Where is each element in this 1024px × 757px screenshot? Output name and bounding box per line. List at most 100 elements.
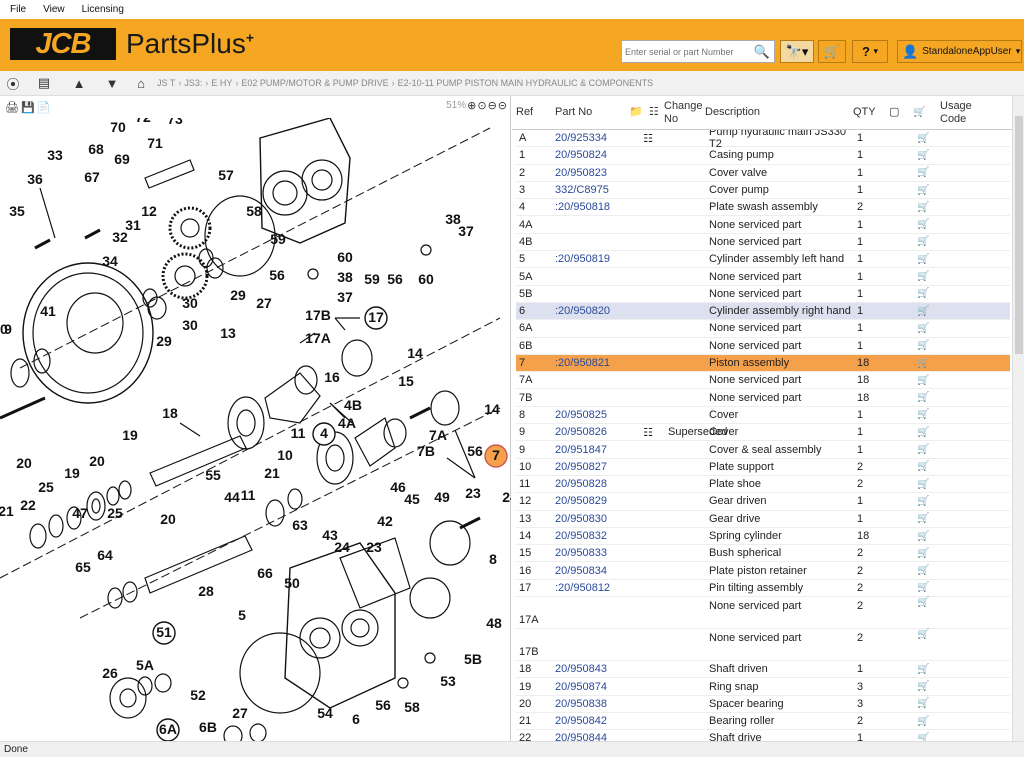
callout-label[interactable]: 41 [40, 303, 56, 319]
add-to-cart-icon[interactable]: 🛒 [917, 732, 930, 741]
add-to-cart-icon[interactable]: 🛒 [917, 426, 930, 438]
callout-label[interactable]: 20 [16, 455, 32, 471]
callout-label[interactable]: 14 [484, 401, 500, 417]
callout-label[interactable]: 71 [147, 135, 163, 151]
add-to-cart-icon[interactable]: 🛒 [917, 530, 930, 542]
menu-file[interactable]: File [10, 4, 27, 15]
row-part-no[interactable]: 20/951847 [555, 443, 607, 456]
zoom-reset-icon[interactable]: ⊝ [497, 100, 507, 112]
row-cart[interactable]: 🛒 [917, 681, 947, 692]
col-ref[interactable]: Ref [516, 106, 534, 118]
callout-label[interactable]: 19 [64, 465, 80, 481]
callout-label[interactable]: 72 [135, 118, 151, 125]
row-part-no[interactable]: :20/950819 [555, 253, 611, 266]
col-change-no[interactable]: Change No [664, 99, 703, 125]
row-cart[interactable]: 🛒 [917, 288, 947, 299]
checkbox-icon[interactable]: ▢ [889, 106, 900, 118]
callout-label[interactable]: 25 [38, 479, 54, 495]
row-cart[interactable]: 🛒 [917, 202, 947, 213]
row-cart[interactable]: 🛒 [917, 461, 947, 472]
callout-label[interactable]: 14 [407, 345, 423, 361]
callout-label[interactable]: 9 [4, 321, 12, 337]
callout-label[interactable]: 32 [112, 229, 128, 245]
callout-label[interactable]: 50 [284, 575, 300, 591]
callout-label[interactable]: 33 [47, 147, 63, 163]
row-part-no[interactable]: 20/950874 [555, 680, 607, 693]
row-cart[interactable]: 🛒 [917, 513, 947, 524]
breadcrumb-2[interactable]: JS3: [184, 78, 203, 88]
zoom-in-icon[interactable]: ⊕ [467, 100, 477, 112]
callout-label[interactable]: 15 [398, 373, 414, 389]
add-to-cart-icon[interactable]: 🛒 [917, 513, 930, 525]
callout-label[interactable]: 49 [434, 489, 450, 505]
callout-label[interactable]: 48 [486, 615, 502, 631]
arrow-down-icon[interactable]: ▼ [105, 75, 119, 91]
search-input[interactable] [622, 41, 752, 62]
add-to-cart-icon[interactable]: 🛒 [917, 495, 930, 507]
row-cart[interactable]: 🛒 [917, 444, 947, 455]
add-to-cart-icon[interactable]: 🛒 [917, 681, 930, 693]
callout-label[interactable]: 5B [464, 651, 482, 667]
callout-label[interactable]: 4A [338, 415, 356, 431]
row-part-no[interactable]: 20/950826 [555, 426, 607, 439]
col-description[interactable]: Description [705, 106, 761, 118]
add-to-cart-icon[interactable]: 🛒 [917, 271, 930, 283]
user-menu-button[interactable]: 👤 StandaloneAppUser ▾ [897, 40, 1022, 63]
add-to-cart-icon[interactable]: 🛒 [917, 340, 930, 352]
callout-label[interactable]: 6 [352, 711, 360, 727]
callout-label[interactable]: 65 [75, 559, 91, 575]
row-cart[interactable]: 🛒 [917, 254, 947, 265]
row-cart[interactable]: 🛒 [917, 565, 947, 576]
callout-label[interactable]: 7A [429, 427, 447, 443]
callout-label[interactable]: 34 [102, 253, 118, 269]
callout-label[interactable]: 19 [122, 427, 138, 443]
tree-icon[interactable]: ☷ [648, 106, 659, 118]
callout-label[interactable]: 6B [199, 719, 217, 735]
row-part-no[interactable]: 20/950825 [555, 408, 607, 421]
image-icon[interactable]: ▤ [37, 75, 51, 90]
add-to-cart-icon[interactable]: 🛒 [917, 253, 930, 265]
callout-label[interactable]: 17 [368, 309, 384, 325]
row-cart[interactable]: 🛒 [917, 323, 947, 334]
callout-label[interactable]: 21 [264, 465, 280, 481]
callout-label[interactable]: 5 [238, 607, 246, 623]
search-icon[interactable]: 🔍 [753, 43, 771, 59]
callout-label[interactable]: 23 [366, 539, 382, 555]
callout-label[interactable]: 56 [375, 697, 391, 713]
row-cart[interactable]: 🛒 [917, 629, 947, 640]
callout-label[interactable]: 17B [305, 307, 331, 323]
callout-label[interactable]: 45 [404, 491, 420, 507]
callout-label[interactable]: 60 [418, 271, 434, 287]
callout-label[interactable]: 4B [344, 397, 362, 413]
breadcrumb-5[interactable]: E2-10-11 PUMP PISTON MAIN HYDRAULIC & CO… [397, 78, 654, 88]
row-part-no[interactable]: :20/950812 [555, 581, 611, 594]
menu-licensing[interactable]: Licensing [81, 4, 124, 15]
callout-label[interactable]: 60 [337, 249, 353, 265]
row-cart[interactable]: 🛒 [917, 306, 947, 317]
breadcrumb-1[interactable]: JS T [157, 78, 176, 88]
row-cart[interactable]: 🛒 [917, 358, 947, 369]
row-part-no[interactable]: 20/950830 [555, 512, 607, 525]
callout-label[interactable]: 54 [317, 705, 333, 721]
add-to-cart-icon[interactable]: 🛒 [917, 663, 930, 675]
row-part-no[interactable]: 20/950829 [555, 495, 607, 508]
row-cart[interactable]: 🛒 [917, 716, 947, 727]
add-to-cart-icon[interactable]: 🛒 [917, 478, 930, 490]
compass-icon[interactable]: ⦿ [6, 76, 20, 92]
callout-label[interactable]: 31 [125, 217, 141, 233]
add-to-cart-icon[interactable]: 🛒 [917, 374, 930, 386]
row-part-no[interactable]: 20/950827 [555, 460, 607, 473]
callout-label[interactable]: 16 [324, 369, 340, 385]
